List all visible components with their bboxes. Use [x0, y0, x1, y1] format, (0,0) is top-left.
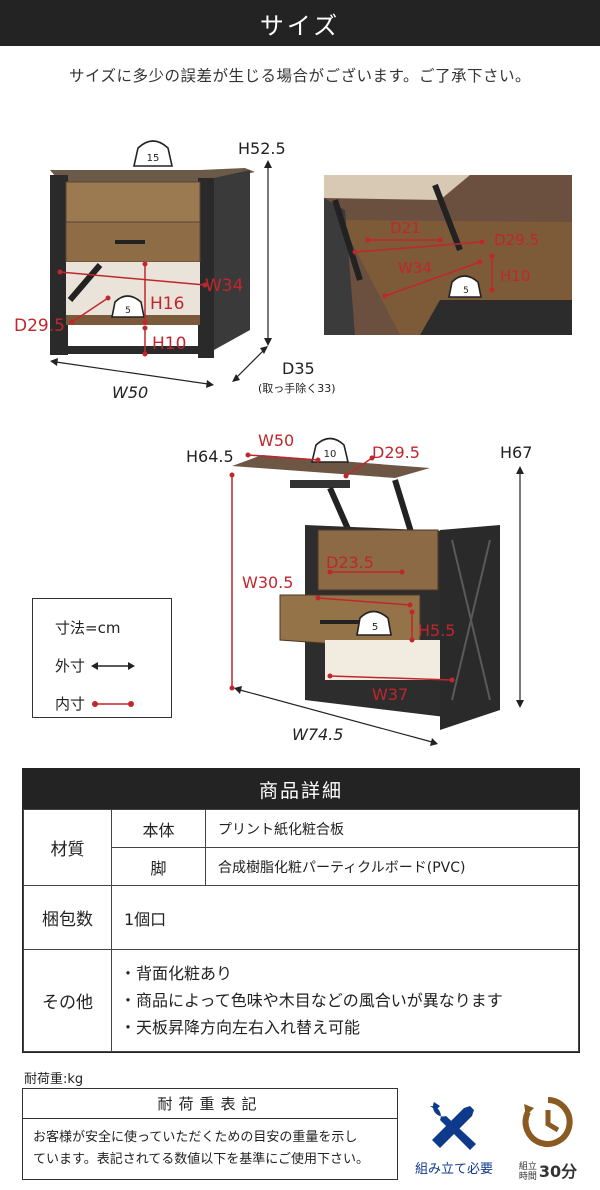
load-notice-line: ています。表記されてる数値以下を基準にご使用下さい。 [33, 1152, 370, 1167]
dimension-figures: 15 5 W34 D29.5 H16 H10 H52.5 W50 D35 (取っ… [14, 139, 572, 746]
other-item: ・天板昇降方向左右入れ替え可能 [120, 1018, 361, 1037]
size-header: サイズ [0, 0, 600, 46]
fig1-load-top: 15 [147, 153, 160, 164]
legend-outer: 外寸 [55, 647, 171, 685]
fig1-inner-w: W34 [205, 276, 243, 296]
product-detail: 商品詳細 材質 本体 プリント紙化粧合板 脚 合成樹脂化粧パーティクルボード(P… [22, 768, 580, 1053]
size-title: サイズ [259, 11, 341, 40]
package-value: 1個口 [111, 885, 579, 950]
figure-lifted-table: 10 5 W50 D29.5 D23.5 W30.5 H5.5 W37 H64.… [186, 431, 532, 746]
package-label: 梱包数 [23, 885, 112, 950]
fig1-inner-d: D29.5 [14, 316, 65, 336]
leg-value: 合成樹脂化粧パーティクルボード(PVC) [205, 847, 579, 886]
tools-icon [430, 1102, 476, 1150]
fig3-h-left: H64.5 [186, 447, 234, 466]
load-notice-line: お客様が安全に使っていただくための目安の重量を示し [33, 1130, 358, 1145]
fig3-load-top: 10 [324, 449, 337, 460]
fig2-d29: D29.5 [494, 231, 539, 249]
figure-closed-table: 15 5 W34 D29.5 H16 H10 H52.5 W50 D35 (取っ… [14, 139, 336, 402]
load-notice-title: 耐荷重表記 [23, 1089, 397, 1119]
other-list: ・背面化粧あり ・商品によって色味や木目などの風合いが異なります ・天板昇降方向… [111, 949, 579, 1052]
detail-table: 材質 本体 プリント紙化粧合板 脚 合成樹脂化粧パーティクルボード(PVC) 梱… [23, 809, 579, 1052]
fig1-depth-note: (取っ手除く33) [258, 381, 336, 395]
load-notice-box: 耐荷重表記 お客様が安全に使っていただくための目安の重量を示し ています。表記さ… [22, 1088, 398, 1180]
fig2-w34: W34 [398, 259, 432, 277]
fig1-width: W50 [112, 383, 148, 402]
fig3-d-top: D29.5 [372, 443, 420, 462]
legend-inner: 内寸 [55, 685, 171, 723]
load-unit-title: 耐荷重:kg [24, 1072, 84, 1087]
fig1-inner-h: H16 [150, 294, 184, 314]
fig3-h-right: H67 [500, 443, 532, 462]
body-label: 本体 [111, 809, 206, 848]
fig2-load: 5 [463, 286, 469, 296]
time-value: 30分 [538, 1162, 578, 1181]
clock-icon [522, 1097, 573, 1147]
fig1-height: H52.5 [238, 139, 286, 158]
fig3-w30: W30.5 [242, 573, 293, 592]
fig1-depth: D35 [282, 359, 315, 378]
assembly-time: 組立時間 30分 [508, 1094, 588, 1182]
leg-label: 脚 [111, 847, 206, 886]
time-caption: 組立時間 30分 [508, 1158, 588, 1182]
fig3-w-total: W74.5 [292, 725, 343, 744]
fig3-w37: W37 [372, 685, 408, 704]
body-value: プリント紙化粧合板 [205, 809, 579, 848]
legend-unit: 寸法=cm [55, 619, 121, 637]
fig1-load-shelf: 5 [125, 306, 131, 316]
fig3-load-drawer: 5 [372, 622, 378, 633]
fig3-w-top: W50 [258, 431, 294, 450]
time-small-label: 組立時間 [518, 1162, 537, 1182]
assembly-label: 組み立て必要 [414, 1162, 493, 1177]
other-label: その他 [23, 949, 112, 1052]
material-label: 材質 [23, 809, 112, 886]
load-notice-body: お客様が安全に使っていただくための目安の重量を示し ています。表記されてる数値以… [23, 1119, 397, 1179]
other-item: ・商品によって色味や木目などの風合いが異なります [120, 991, 503, 1010]
outer-arrow-icon [91, 662, 136, 670]
other-item: ・背面化粧あり [120, 964, 233, 983]
fig3-h55: H5.5 [418, 621, 455, 640]
fig2-d21: D21 [390, 219, 421, 237]
inner-dot-line-icon [92, 701, 135, 707]
fig1-inner-h2: H10 [152, 334, 186, 354]
unit-legend: 寸法=cm 外寸 内寸 [32, 598, 172, 718]
figure-inside-view: D21 D29.5 W34 H10 5 [324, 175, 572, 335]
assembly-required: 組み立て必要 [408, 1094, 500, 1177]
size-note: サイズに多少の誤差が生じる場合がございます。ご了承下さい。 [69, 67, 531, 85]
detail-title: 商品詳細 [23, 769, 579, 809]
fig3-d23: D23.5 [326, 553, 374, 572]
fig2-h10: H10 [500, 267, 530, 285]
